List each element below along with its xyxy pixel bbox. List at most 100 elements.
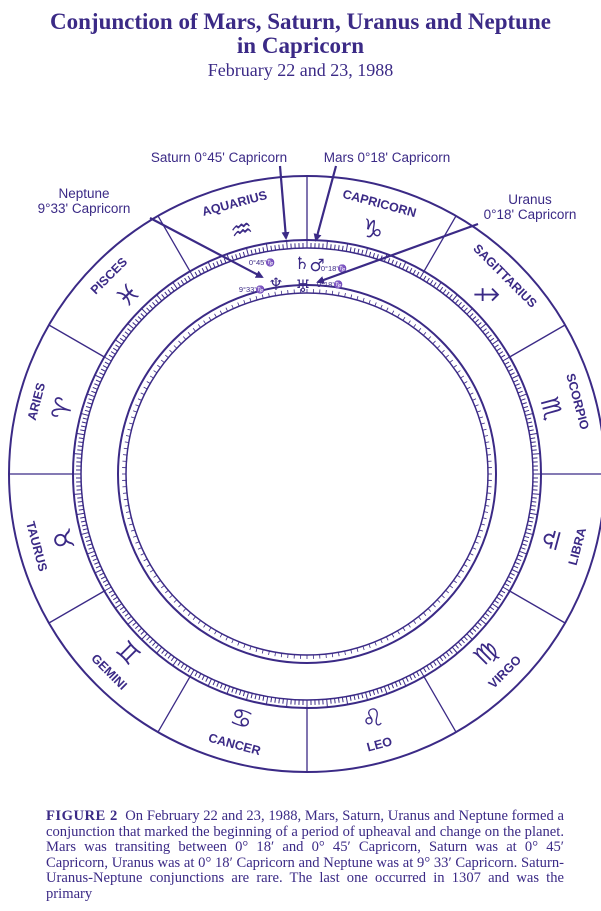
degree-tick xyxy=(466,308,473,315)
degree-tick xyxy=(442,654,447,659)
degree-tick xyxy=(524,409,530,413)
degree-tick xyxy=(525,532,534,536)
inner-degree-tick xyxy=(449,585,454,589)
inner-degree-tick xyxy=(486,447,491,450)
degree-tick xyxy=(451,646,458,654)
degree-tick xyxy=(479,618,487,625)
figure-label: FIGURE 2 xyxy=(46,808,118,824)
degree-tick xyxy=(132,621,137,626)
leo-icon: ♌ xyxy=(358,701,387,735)
inner-degree-tick xyxy=(469,392,474,396)
degree-tick xyxy=(122,334,127,339)
degree-tick xyxy=(466,633,473,640)
uranus-degree: 0°18'♑ xyxy=(317,280,343,289)
degree-tick xyxy=(530,441,536,444)
degree-tick xyxy=(161,649,166,654)
inner-degree-tick xyxy=(137,398,142,401)
inner-degree-tick xyxy=(129,422,134,425)
degree-tick xyxy=(172,282,178,290)
degree-tick xyxy=(457,301,462,307)
degree-tick xyxy=(387,258,391,264)
inner-degree-tick xyxy=(385,636,389,641)
degree-tick xyxy=(471,316,477,321)
degree-tick xyxy=(520,547,526,550)
degree-tick xyxy=(134,319,140,324)
degree-tick xyxy=(368,251,372,257)
degree-tick xyxy=(330,698,332,704)
inner-degree-tick xyxy=(413,620,417,624)
degree-tick xyxy=(265,243,269,252)
degree-tick xyxy=(238,689,242,696)
inner-degree-tick xyxy=(445,354,449,358)
degree-tick xyxy=(110,351,116,355)
degree-tick xyxy=(345,696,349,705)
inner-degree-tick xyxy=(127,517,132,520)
inner-degree-tick xyxy=(407,320,411,325)
inner-degree-tick xyxy=(129,523,134,526)
degree-tick xyxy=(170,286,175,292)
inner-degree-tick xyxy=(391,633,395,638)
degree-tick xyxy=(207,678,212,687)
degree-tick xyxy=(194,671,198,677)
degree-tick xyxy=(506,365,512,369)
degree-tick xyxy=(477,322,482,327)
degree-tick xyxy=(491,603,499,609)
inner-degree-tick xyxy=(178,603,182,608)
degree-tick xyxy=(357,248,360,254)
degree-tick xyxy=(78,504,84,507)
degree-tick xyxy=(119,606,125,611)
inner-degree-tick xyxy=(124,505,129,507)
inner-degree-tick xyxy=(243,300,246,305)
degree-tick xyxy=(242,691,246,697)
degree-tick xyxy=(330,244,332,250)
degree-tick xyxy=(265,696,269,705)
degree-tick xyxy=(78,437,84,440)
chart-title-line1: Conjunction of Mars, Saturn, Uranus and … xyxy=(50,9,551,34)
inner-degree-tick xyxy=(402,627,406,632)
inner-degree-tick xyxy=(368,643,371,648)
inner-degree-tick xyxy=(130,529,135,532)
degree-tick xyxy=(532,453,541,455)
degree-tick xyxy=(337,697,340,703)
degree-tick xyxy=(119,337,125,342)
degree-tick xyxy=(402,261,407,270)
inner-degree-tick xyxy=(466,558,471,562)
degree-tick xyxy=(212,262,216,268)
degree-tick xyxy=(141,308,148,315)
degree-tick xyxy=(216,261,220,267)
degree-tick xyxy=(394,261,398,267)
inner-ring-inner xyxy=(125,292,489,656)
degree-tick xyxy=(88,547,94,550)
degree-tick xyxy=(349,695,352,701)
degree-tick xyxy=(419,669,425,677)
gemini-icon: ♊ xyxy=(110,635,146,671)
chart-title-line2: in Capricorn xyxy=(236,33,365,58)
inner-degree-tick xyxy=(445,590,449,594)
degree-tick xyxy=(226,686,231,695)
degree-tick xyxy=(115,344,120,349)
inner-degree-tick xyxy=(214,313,217,318)
degree-tick xyxy=(104,586,112,592)
degree-tick xyxy=(530,508,536,511)
degree-tick xyxy=(137,316,143,321)
inner-degree-tick xyxy=(169,349,173,354)
degree-tick xyxy=(463,307,468,312)
degree-tick xyxy=(409,267,413,273)
degree-tick xyxy=(508,368,514,372)
inner-degree-tick xyxy=(483,511,489,513)
inner-degree-tick xyxy=(407,623,411,628)
inner-degree-tick xyxy=(449,359,454,363)
inner-degree-tick xyxy=(268,292,270,298)
degree-tick xyxy=(454,644,459,649)
inner-degree-tick xyxy=(187,332,191,336)
virgo-icon: ♍ xyxy=(468,635,504,671)
degree-tick xyxy=(429,663,434,669)
sign-divider xyxy=(48,324,105,358)
inner-degree-tick xyxy=(362,297,365,302)
degree-tick xyxy=(519,393,528,398)
degree-tick xyxy=(250,693,253,699)
degree-tick xyxy=(432,661,437,666)
inner-degree-tick xyxy=(469,552,474,556)
figure-caption: FIGURE 2 On February 22 and 23, 1988, Ma… xyxy=(46,808,564,902)
degree-tick xyxy=(402,678,407,687)
